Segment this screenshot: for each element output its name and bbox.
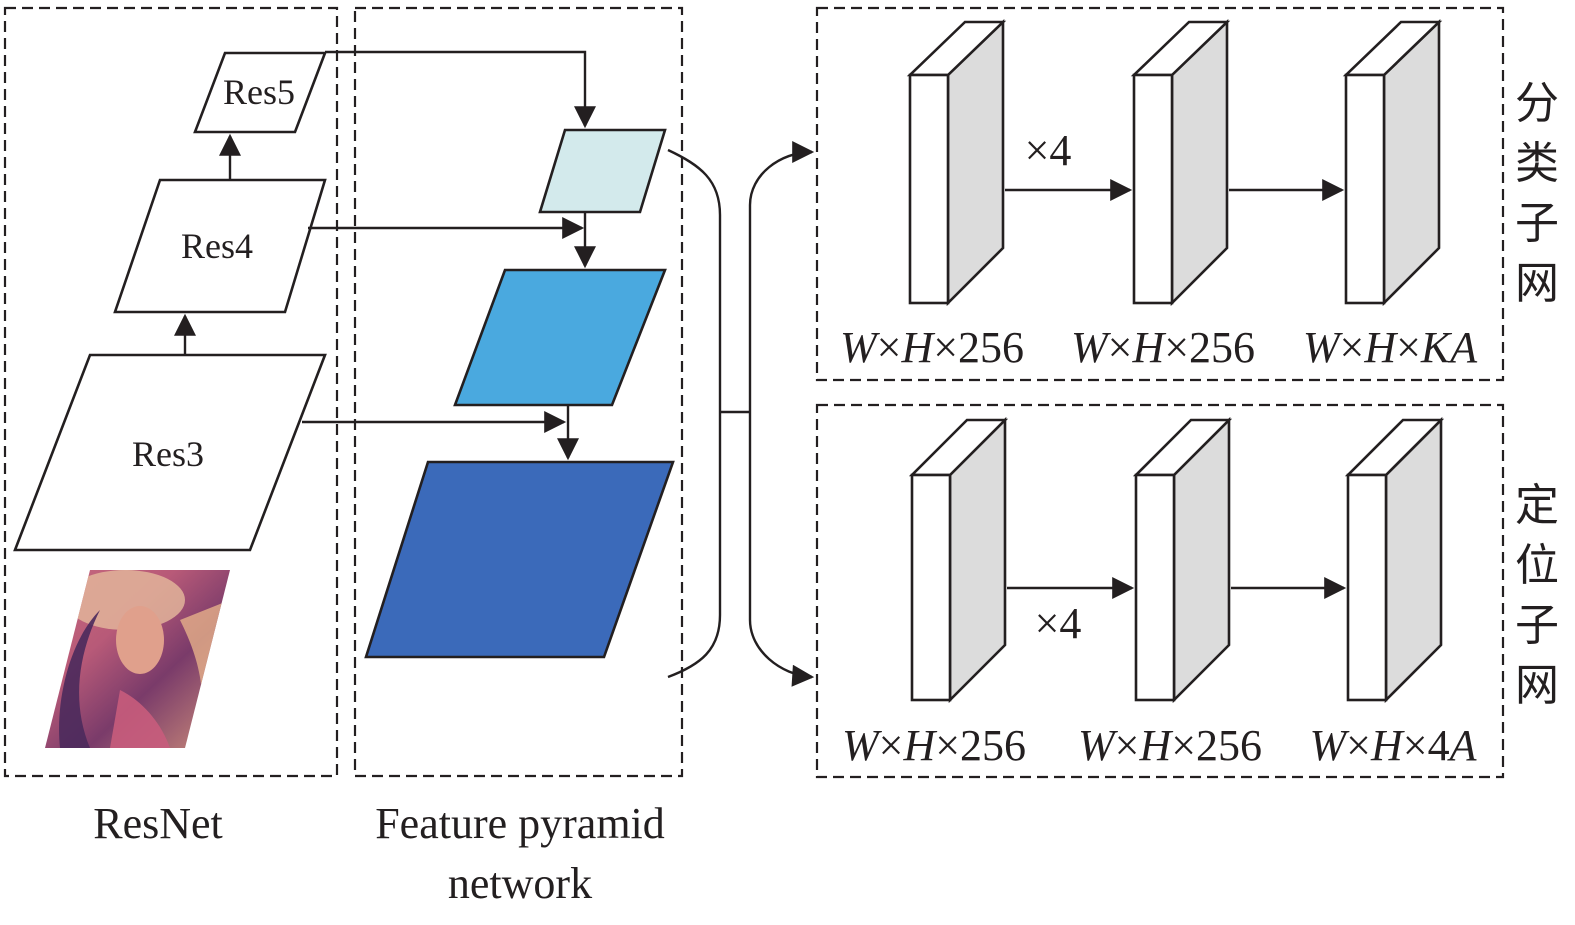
class-block-2	[1130, 18, 1231, 307]
box-dim-3: W×H×4A	[1310, 721, 1478, 770]
svg-text:位: 位	[1515, 540, 1559, 591]
class-dim-3: W×H×KA	[1303, 323, 1478, 372]
svg-text:网: 网	[1515, 258, 1559, 309]
svg-text:网: 网	[1515, 660, 1559, 711]
fpn-p3	[364, 460, 675, 659]
to-class-subnet-arrow	[748, 141, 815, 412]
svg-text:类: 类	[1515, 138, 1559, 189]
box-subnet-frame	[815, 403, 1505, 779]
fpn-p4	[453, 268, 667, 407]
box-dim-1: W×H×256	[842, 721, 1026, 770]
box-block-2	[1132, 416, 1233, 704]
res3-label: Res3	[132, 434, 204, 474]
fpn-p5	[538, 128, 667, 214]
class-block-3	[1342, 18, 1443, 307]
res5-lateral-arrow	[325, 50, 596, 129]
class-subnet: ×4 W×H×256 W×H×256 W×H×KA 分 类 子 网	[840, 18, 1559, 372]
res3-block	[13, 353, 327, 552]
class-subnet-title: 分 类 子 网	[1515, 78, 1559, 309]
class-block-1	[906, 18, 1007, 307]
to-box-subnet-arrow	[748, 412, 815, 687]
fpn-bracket	[667, 148, 722, 679]
resnet-title: ResNet	[93, 799, 223, 848]
svg-text:分: 分	[1515, 78, 1559, 129]
lateral-connections	[302, 50, 596, 433]
fpn-frame	[353, 6, 684, 778]
class-dim-2: W×H×256	[1071, 323, 1255, 372]
svg-text:子: 子	[1515, 198, 1559, 249]
head-connector	[667, 141, 815, 687]
box-block-3	[1344, 416, 1445, 704]
fpn-title-line1: Feature pyramid	[375, 799, 665, 848]
fpn-title-line2: network	[448, 859, 592, 908]
lena-photo	[45, 570, 230, 748]
res4-block	[113, 178, 327, 314]
res5-block	[193, 51, 327, 134]
resnet-frame	[3, 6, 339, 778]
res5-label: Res5	[223, 72, 295, 112]
res4-label: Res4	[181, 226, 253, 266]
resnet-column: Res3 Res4 Res5 ResNet	[13, 51, 327, 848]
class-dim-1: W×H×256	[840, 323, 1024, 372]
fpn-column: Feature pyramid network	[364, 128, 675, 908]
box-dim-2: W×H×256	[1078, 721, 1262, 770]
svg-text:定: 定	[1515, 480, 1559, 531]
class-repeat-label: ×4	[1025, 126, 1072, 175]
box-subnet: ×4 W×H×256 W×H×256 W×H×4A 定 位 子 网	[842, 416, 1559, 770]
svg-text:子: 子	[1515, 600, 1559, 651]
box-subnet-title: 定 位 子 网	[1515, 480, 1559, 711]
class-subnet-frame	[815, 6, 1505, 382]
box-block-1	[908, 416, 1009, 704]
box-repeat-label: ×4	[1035, 599, 1082, 648]
